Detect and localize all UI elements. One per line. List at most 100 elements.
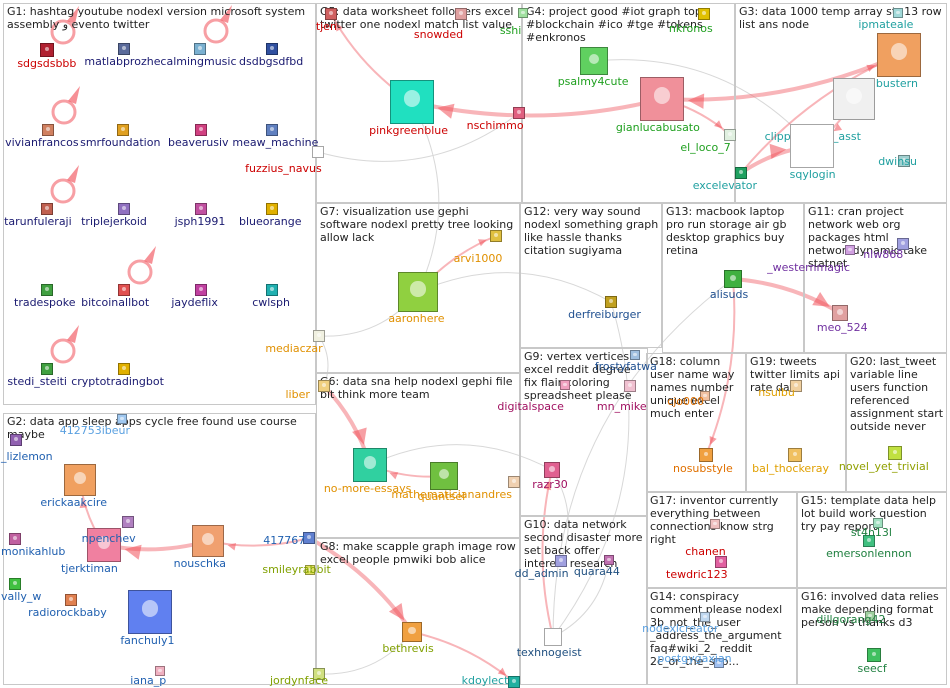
vertex-label: sqylogin [789,168,836,181]
vertex-label: smileyrabbit [262,563,331,576]
group-box-g10: G10: data network second disaster more s… [520,516,648,685]
group-box-g14: G14: conspiracy comment please nodexl 3b… [646,588,797,685]
vertex-label: pinkgreenblue [369,124,449,137]
self-loop-edge [50,19,76,45]
group-title: G12: very way sound nodexl something gra… [524,205,659,257]
edge-arrowhead [714,120,723,129]
vertex-label: nsulbu [758,386,795,399]
avatar-icon [266,284,278,296]
avatar-icon [544,628,562,646]
avatar-icon [402,622,422,642]
avatar-icon [313,668,325,680]
edge-arrowhead [389,472,399,480]
self-loop-arrowhead [220,5,232,23]
group-title: G16: involved data relies make depending… [801,590,939,629]
group-title: G15: template data help lot build work q… [801,494,936,533]
self-loop-arrowhead [68,86,80,104]
avatar-icon [305,565,315,575]
group-box-g12: G12: very way sound nodexl something gra… [520,203,662,348]
vertex-label: seecf [857,662,887,675]
vertex-label: emersonlennon [826,547,912,560]
avatar-icon [40,43,54,57]
avatar-icon [873,518,883,528]
self-loop-arrowhead [67,6,79,24]
avatar-icon [9,578,21,590]
avatar-icon [630,350,640,360]
avatar-icon [790,380,802,392]
avatar-icon [313,330,325,342]
vertex-label: novel_yet_trivial [838,460,929,473]
vertex-label: tewdric123 [666,568,728,581]
vertex-label: bustern [875,77,918,90]
edge-arrowhead [124,544,142,560]
group-title: G19: tweets twitter limits api rate data [750,355,840,394]
avatar-icon [604,555,614,565]
vertex-label: tjen [315,20,337,33]
vertex-label: dwinsu [878,155,917,168]
avatar-icon [605,296,617,308]
vertex-label: smrfoundation [80,136,161,149]
avatar-icon [580,47,608,75]
edge-arrowhead [335,22,344,32]
group-box-g7: G7: visualization use gephi software nod… [316,203,520,373]
vertex-label: radiorockbaby [28,606,107,619]
avatar-icon [303,532,315,544]
edge-faint [552,301,630,638]
edge [541,469,554,638]
vertex-label: frostyfatwa [594,360,657,373]
avatar-icon [192,525,224,557]
vertex-label: derfreiburger [568,308,641,321]
edge-arrowhead [79,499,88,509]
avatar-icon [41,284,53,296]
avatar-icon [195,203,207,215]
group-title: G4: project good #iot graph top #blockch… [526,5,703,44]
vertex-label: nosubstyle [673,462,733,475]
avatar-icon [10,434,22,446]
self-loop-arrowhead [67,325,79,343]
vertex-label: quantsel [417,490,466,503]
edge-faint [552,278,734,638]
vertex-label: arvi1000 [453,252,503,265]
group-box-g3: G3: data 1000 temp array str 13 row list… [735,3,947,203]
vertex-label: _lizlemon [1,450,53,463]
avatar-icon [41,203,53,215]
vertex-label: jaydeflix [171,296,218,309]
avatar-icon [700,391,710,401]
vertex-label: postgygaxian [657,652,732,665]
edge-faint [417,272,612,303]
avatar-icon [325,8,337,20]
vertex-label: fuzzius_navus [245,162,322,175]
avatar-icon [893,8,903,18]
self-loop-edge [51,99,77,125]
vertex-label: sshi [499,24,522,37]
vertex-label: excelevator [692,179,758,192]
avatar-icon [698,8,710,20]
group-box-g6: G6: data sna help nodexl gephi file bit … [316,373,520,538]
avatar-icon [41,363,53,375]
vertex-label: liber [285,388,310,401]
avatar-icon [867,648,881,662]
vertex-label: tarunfuleraji [4,215,72,228]
avatar-icon [9,533,21,545]
avatar-icon [118,363,130,375]
vertex-label: ipmateale [858,18,914,31]
self-loop-arrowhead [144,246,156,264]
edge-faint [551,469,569,562]
group-title: G3: data 1000 temp array str 13 row list… [739,5,942,31]
group-box-g9: G9: vertex vertices excel reddit degree … [520,348,648,516]
vertex-label: iana_p [130,674,167,687]
vertex-label: psalmy4cute [557,75,629,88]
vertex-label: nschimmo [466,119,524,132]
group-box-g16: G16: involved data relies make depending… [797,588,947,685]
vertex-label: meo_524 [816,321,868,334]
avatar-icon [699,448,713,462]
avatar-icon [544,462,560,478]
avatar-icon [724,270,742,288]
avatar-icon [64,464,96,496]
vertex-label: sdgsdsbbb [17,57,77,70]
avatar-icon [715,556,727,568]
vertex-label: razr30 [532,478,568,491]
avatar-icon [266,124,278,136]
edge-faint [552,559,610,638]
avatar-icon [640,77,684,121]
